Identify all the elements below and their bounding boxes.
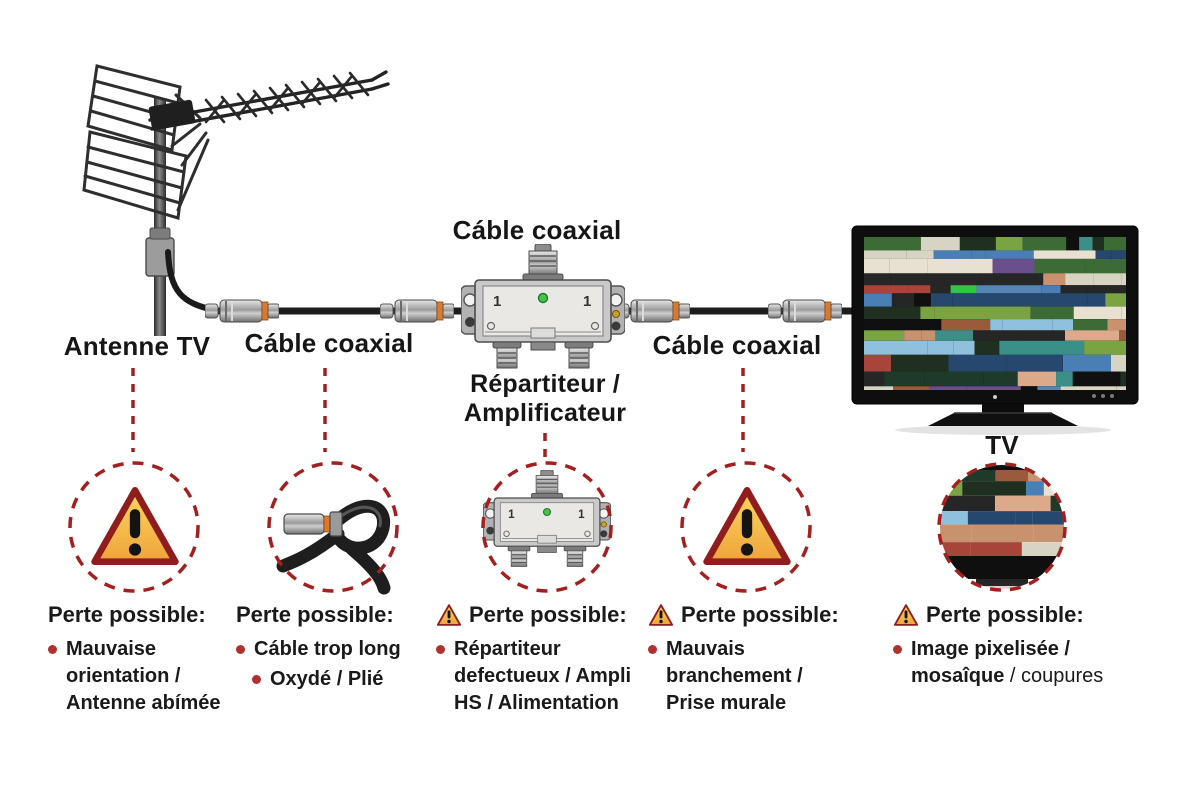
loss-header-label: Perte possible: [48,602,206,627]
loss-text: Cáble trop long [254,636,401,663]
loss-header-label: Perte possible: [926,602,1084,627]
loss-column-antenna: Perte possible: Mauvaise orientation / A… [48,602,240,720]
label-cable-coaxial-top: Cáble coaxial [452,215,622,245]
loss-list: Mauvais branchement / Prise murale [648,636,853,717]
bullet-dot [436,645,445,654]
warning-triangle-icon [893,603,919,627]
loss-text-segment: Image pixelisée / mosaîque [911,638,1070,687]
bullet-dot [648,645,657,654]
warning-triangle-icon [707,490,788,561]
cable-connector-icon [380,299,454,323]
inspection-circle-cable2 [680,461,812,593]
loss-item: Image pixelisée / mosaîque / coupures [893,636,1145,690]
loss-header: Perte possible: [648,602,853,628]
loss-item: Mauvaise orientation / Antenne abímée [48,636,240,717]
label-tv: TV [985,430,1019,460]
loss-header: Perte possible: [236,602,432,628]
loss-column-cable2: Perte possible: Mauvais branchement / Pr… [648,602,853,720]
inspection-circle-tv [937,462,1067,592]
cable-connector-icon [768,299,842,323]
loss-text-segment: Répartiteur defectueux / Ampli HS / Alim… [454,638,632,714]
warning-triangle-icon [648,603,674,627]
loss-text: Mauvais branchement / Prise murale [666,636,853,717]
tv-device [851,225,1139,435]
loss-header: Perte possible: [436,602,641,628]
bullet-dot [48,645,57,654]
loss-list: Image pixelisée / mosaîque / coupures [893,636,1145,690]
label-cable-coaxial-right: Cáble coaxial [652,330,822,360]
splitter-device [461,244,625,369]
loss-list: Mauvaise orientation / Antenne abímée [48,636,240,717]
cable-connector-icon [205,299,279,323]
loss-item: Répartiteur defectueux / Ampli HS / Alim… [436,636,641,717]
inspection-circle-cable [267,461,399,593]
loss-item: Cáble trop long [236,636,432,663]
label-repartiteur-amplificateur: Répartiteur / Amplificateur [463,370,627,427]
loss-text-segment: Mauvaise orientation / Antenne abímée [66,638,221,714]
loss-text: Répartiteur defectueux / Ampli HS / Alim… [454,636,641,717]
loss-text-segment: Cáble trop long [254,638,401,660]
cable-connector-icon [616,299,690,323]
loss-header-label: Perte possible: [236,602,394,627]
label-cable-coaxial-left: Cáble coaxial [244,328,414,358]
label-antenne-tv: Antenne TV [63,331,211,361]
loss-column-splitter: Perte possible: Répartiteur defectueux /… [436,602,641,720]
bullet-dot [236,645,245,654]
loss-header-label: Perte possible: [469,602,627,627]
loss-column-tv: Perte possible: Image pixelisée / mosaîq… [893,602,1145,693]
warning-triangle-icon [436,603,462,627]
bent-cable-icon [276,499,391,595]
warning-triangle-icon [95,490,176,561]
loss-list: Répartiteur defectueux / Ampli HS / Alim… [436,636,641,717]
loss-text: Image pixelisée / mosaîque / coupures [911,636,1145,690]
inspection-circle-antenna [68,461,200,593]
pixelated-tv-closeup-icon [940,465,1064,589]
bullet-dot [252,675,261,684]
loss-header-label: Perte possible: [681,602,839,627]
tv-screen-static [864,237,1126,390]
loss-item: Mauvais branchement / Prise murale [648,636,853,717]
splitter-closeup-icon [483,470,611,568]
bullet-dot [893,645,902,654]
loss-text: Mauvaise orientation / Antenne abímée [66,636,240,717]
loss-header: Perte possible: [48,602,240,628]
inspection-circle-splitter [481,461,613,593]
loss-text-segment: Mauvais branchement / Prise murale [666,638,803,714]
tv-antenna-illustration [82,64,390,336]
loss-text-segment: / coupures [1004,665,1104,687]
loss-item: Oxydé / Plié [252,666,432,693]
loss-text-segment: Oxydé / Plié [270,668,384,690]
loss-text: Oxydé / Plié [270,666,383,693]
loss-header: Perte possible: [893,602,1145,628]
